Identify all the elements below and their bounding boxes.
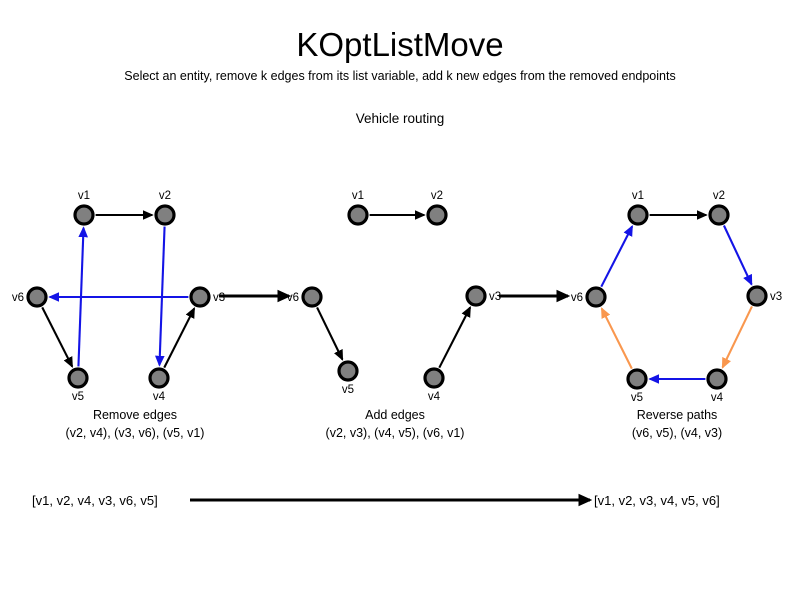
node-label: v1: [78, 190, 90, 202]
node-circle[interactable]: [301, 286, 323, 308]
node-label: v6: [12, 292, 24, 304]
context-label: Vehicle routing: [355, 111, 445, 126]
node-label: v1: [632, 190, 644, 202]
edge-reverse-v3-to-v4: [721, 305, 753, 369]
panel-caption-title-reverse: Reverse paths: [637, 408, 718, 422]
node-circle[interactable]: [746, 285, 768, 307]
node-label: v1: [352, 190, 364, 202]
panel-caption-detail-reverse: (v6, v5), (v4, v3): [632, 426, 722, 440]
edge-reverse-v6-to-v1: [600, 225, 634, 288]
panel-caption-title-remove: Remove edges: [93, 408, 177, 422]
node-label: v2: [159, 190, 171, 202]
node-add-v2[interactable]: v2: [426, 190, 448, 226]
node-label: v6: [571, 292, 583, 304]
node-circle[interactable]: [73, 204, 95, 226]
node-circle[interactable]: [26, 286, 48, 308]
node-add-v3[interactable]: v3: [465, 285, 501, 307]
node-label: v4: [428, 391, 441, 403]
node-reverse-v5[interactable]: v5: [626, 368, 648, 404]
node-remove-v1[interactable]: v1: [73, 190, 95, 226]
node-label: v5: [631, 392, 643, 404]
transition-layer: [v1, v2, v4, v3, v6, v5] [v1, v2, v3, v4,…: [32, 493, 720, 508]
edge-add-v4-to-v3: [438, 306, 472, 369]
node-circle[interactable]: [708, 204, 730, 226]
node-circle[interactable]: [585, 286, 607, 308]
node-circle[interactable]: [465, 285, 487, 307]
captions-layer: Remove edges (v2, v4), (v3, v6), (v5, v1)…: [66, 408, 723, 440]
node-remove-v2[interactable]: v2: [154, 190, 176, 226]
edge-remove-v6-to-v5: [41, 306, 74, 368]
node-add-v4[interactable]: v4: [423, 367, 445, 403]
node-label: v4: [711, 392, 724, 404]
node-reverse-v2[interactable]: v2: [708, 190, 730, 226]
node-reverse-v3[interactable]: v3: [746, 285, 782, 307]
node-circle[interactable]: [154, 204, 176, 226]
node-label: v3: [489, 291, 501, 303]
node-circle[interactable]: [423, 367, 445, 389]
node-circle[interactable]: [706, 368, 728, 390]
edge-reverse-v2-to-v3: [722, 225, 753, 286]
before-list-text: [v1, v2, v4, v3, v6, v5]: [32, 493, 158, 508]
page-subtitle: Select an entity, remove k edges from it…: [124, 69, 676, 83]
node-label: v5: [72, 391, 84, 403]
node-reverse-v4[interactable]: v4: [706, 368, 728, 404]
node-circle[interactable]: [626, 368, 648, 390]
edge-remove-v4-to-v3: [163, 307, 196, 369]
edge-add-v6-to-v5: [316, 306, 344, 361]
node-add-v1[interactable]: v1: [347, 190, 369, 226]
panel-caption-title-add: Add edges: [365, 408, 425, 422]
node-label: v6: [287, 292, 299, 304]
node-label: v2: [431, 190, 443, 202]
node-remove-v5[interactable]: v5: [67, 367, 89, 403]
edges-layer: [41, 210, 753, 384]
node-label: v5: [342, 384, 354, 396]
panel-caption-detail-add: (v2, v3), (v4, v5), (v6, v1): [326, 426, 465, 440]
node-circle[interactable]: [627, 204, 649, 226]
nodes-layer: v1 v2 v3 v4 v5 v6 v1 v2 v3 v4 v5 v6 v1 v2 v3 v4 v5 v6: [12, 190, 782, 404]
edge-reverse-v5-to-v6: [600, 307, 633, 370]
node-remove-v3[interactable]: v3: [189, 286, 225, 308]
node-remove-v4[interactable]: v4: [148, 367, 170, 403]
node-label: v2: [713, 190, 725, 202]
node-circle[interactable]: [67, 367, 89, 389]
node-circle[interactable]: [426, 204, 448, 226]
node-reverse-v1[interactable]: v1: [627, 190, 649, 226]
node-circle[interactable]: [347, 204, 369, 226]
node-label: v4: [153, 391, 166, 403]
edge-remove-v2-to-v4: [155, 226, 166, 367]
node-reverse-v6[interactable]: v6: [571, 286, 607, 308]
panel-caption-detail-remove: (v2, v4), (v3, v6), (v5, v1): [66, 426, 205, 440]
node-label: v3: [213, 292, 225, 304]
edge-remove-v5-to-v1: [77, 226, 88, 367]
node-add-v6[interactable]: v6: [287, 286, 323, 308]
page-title: KOptListMove: [296, 26, 504, 63]
node-circle[interactable]: [189, 286, 211, 308]
node-circle[interactable]: [148, 367, 170, 389]
node-circle[interactable]: [337, 360, 359, 382]
node-add-v5[interactable]: v5: [337, 360, 359, 396]
after-list-text: [v1, v2, v3, v4, v5, v6]: [594, 493, 720, 508]
node-label: v3: [770, 291, 782, 303]
node-remove-v6[interactable]: v6: [12, 286, 48, 308]
